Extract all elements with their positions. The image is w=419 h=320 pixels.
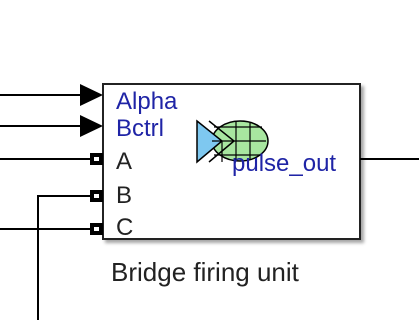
bctrl-port-arrow[interactable] [80,115,103,137]
a-port-square[interactable] [90,153,103,165]
bridge-firing-unit-block[interactable] [102,83,361,240]
c-port-square[interactable] [90,223,103,235]
alpha-port-label: Alpha [116,88,178,115]
thyristor-bridge-icon [196,119,269,164]
b-port-square[interactable] [90,190,103,202]
c-port-label: C [116,214,134,241]
alpha-port-arrow[interactable] [80,84,103,106]
bctrl-port-label: Bctrl [116,115,164,142]
a-port-label: A [116,148,133,175]
block-title: Bridge firing unit [111,257,299,287]
b-wire[interactable] [37,195,92,320]
b-port-label: B [116,182,133,209]
pulse-out-port-label: pulse_out [232,150,337,177]
